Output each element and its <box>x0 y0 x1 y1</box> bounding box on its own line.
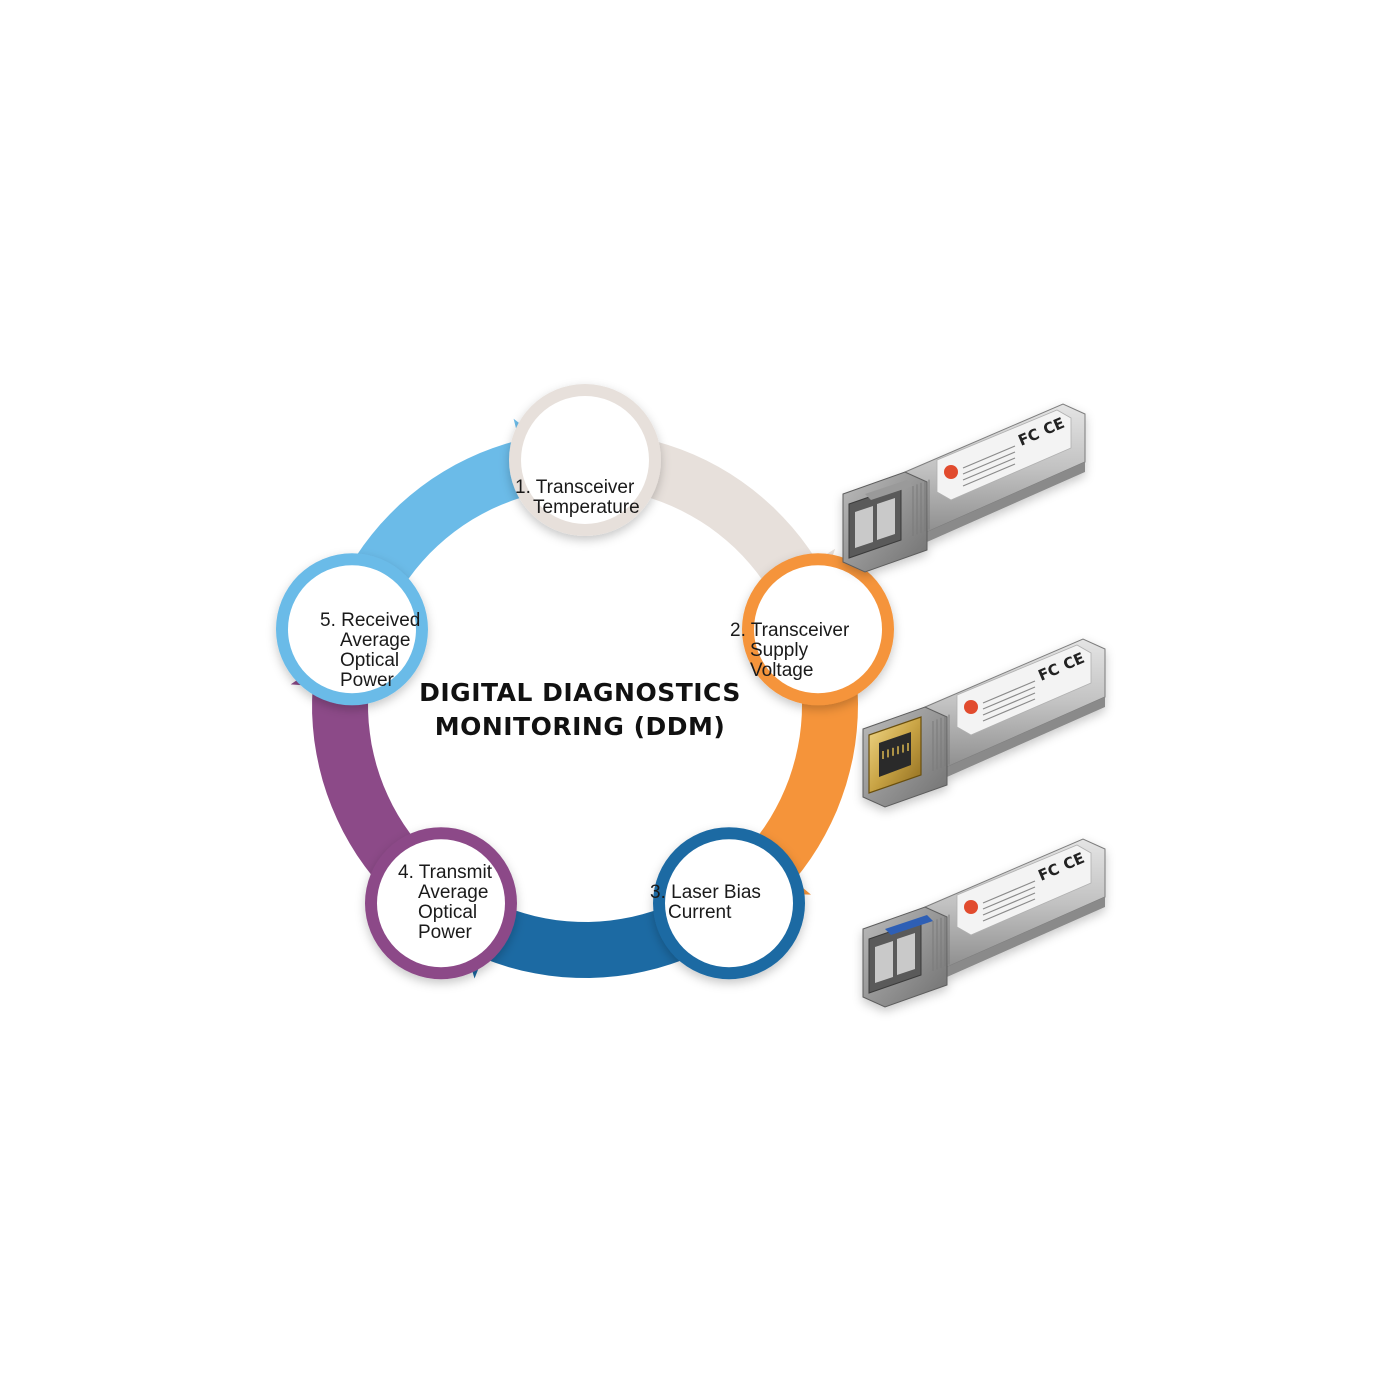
node-label-temperature-2: Temperature <box>533 497 640 518</box>
rj45-socket <box>879 732 911 777</box>
label-print-line <box>962 445 1016 469</box>
bail-latch <box>865 480 913 500</box>
node-face-supply-voltage <box>754 565 883 694</box>
node-label-received-power-1: 5. Received <box>320 610 420 631</box>
label-print-line <box>982 698 1036 722</box>
label-print-line <box>962 451 1016 475</box>
brand-logo-icon <box>964 900 978 914</box>
sfp-body-side <box>927 462 1085 542</box>
node-face-received-power <box>287 565 416 694</box>
lc-socket-right <box>877 498 895 540</box>
node-label-transmit-power-4: Power <box>418 922 473 943</box>
node-label-supply-voltage-2: Supply <box>750 640 809 661</box>
node-label-received-power-2: Average <box>340 630 410 651</box>
node-label-received-power-4: Power <box>340 670 395 691</box>
arrow-transmit-power <box>290 645 424 888</box>
lc-socket-right <box>897 933 915 975</box>
sfp-label <box>936 409 1072 501</box>
node-label-laser-bias-1: 3. Laser Bias <box>650 882 761 903</box>
bail-latch <box>885 915 933 935</box>
lc-socket-left <box>875 941 893 983</box>
label-print-line <box>982 898 1036 922</box>
node-label-received-power-3: Optical <box>340 650 399 671</box>
label-print-line <box>982 686 1036 710</box>
node-label-supply-voltage-3: Voltage <box>750 660 813 681</box>
label-print-line <box>962 457 1016 481</box>
node-label-laser-bias-2: Current <box>668 902 732 923</box>
node-label-temperature-1: 1. Transceiver <box>515 477 635 498</box>
label-print-line <box>982 892 1036 916</box>
label-print-line <box>982 886 1036 910</box>
diagram-title-line-2: MONITORING (DDM) <box>435 712 726 741</box>
sfp-label <box>956 844 1092 936</box>
label-print-line <box>982 880 1036 904</box>
arrow-laser-bias <box>455 885 696 979</box>
brand-logo-icon <box>944 465 958 479</box>
sfp-body-side <box>947 697 1105 777</box>
node-face-temperature <box>521 396 649 524</box>
label-print-line <box>982 692 1036 716</box>
node-label-transmit-power-1: 4. Transmit <box>398 862 493 883</box>
diagram-title-line-1: DIGITAL DIAGNOSTICS <box>419 678 741 707</box>
lc-socket-left <box>855 506 873 548</box>
sfp-label <box>956 644 1092 736</box>
label-print-line <box>962 463 1016 487</box>
node-label-supply-voltage-1: 2. Transceiver <box>730 620 850 641</box>
brand-logo-icon <box>964 700 978 714</box>
sfp-body-side <box>947 897 1105 977</box>
node-face-laser-bias <box>665 839 794 968</box>
label-print-line <box>982 680 1036 704</box>
node-label-transmit-power-3: Optical <box>418 902 477 923</box>
node-label-transmit-power-2: Average <box>418 882 488 903</box>
node-face-transmit-power <box>376 839 505 968</box>
